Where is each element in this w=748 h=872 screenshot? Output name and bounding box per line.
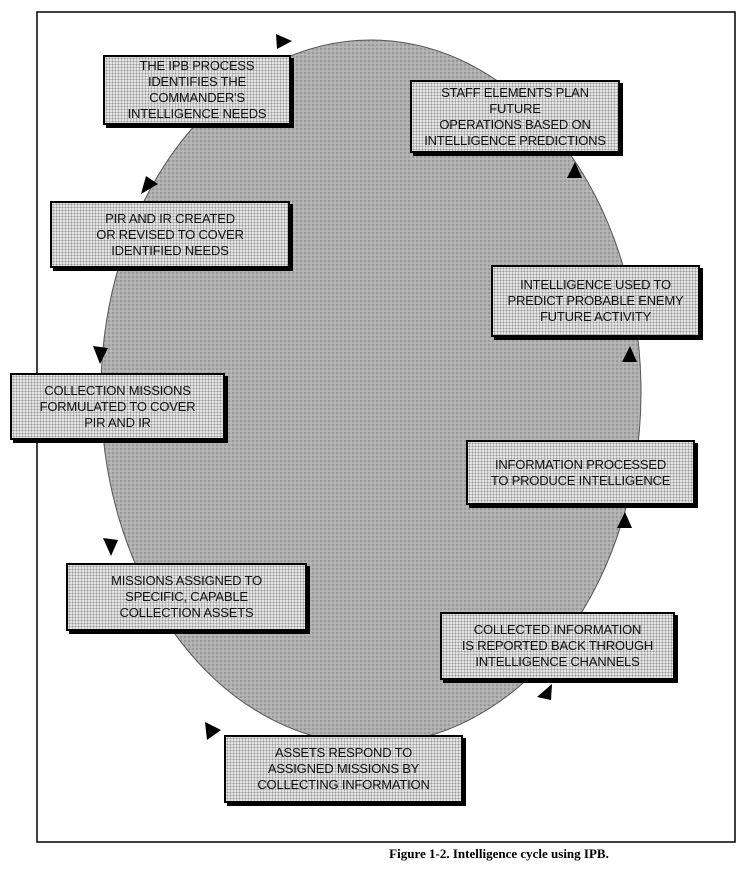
step-box-assets-respond: ASSETS RESPOND TO ASSIGNED MISSIONS BY C… [224,735,463,803]
arrow-icon [141,176,158,194]
arrow-icon [93,346,108,364]
arrow-icon [103,538,118,556]
arrow-icon [617,512,632,528]
cycle-arrows [93,34,637,740]
step-box-collected-information: COLLECTED INFORMATION IS REPORTED BACK T… [440,612,675,680]
arrow-icon [567,162,582,178]
step-box-pir-ir: PIR AND IR CREATED OR REVISED TO COVER I… [50,201,290,268]
arrow-icon [205,722,221,740]
step-box-ipb-process: THE IPB PROCESS IDENTIFIES THE COMMANDER… [103,55,291,125]
figure-caption: Figure 1-2. Intelligence cycle using IPB… [389,846,609,861]
step-box-information-processed: INFORMATION PROCESSED TO PRODUCE INTELLI… [466,440,695,505]
step-box-missions-assigned: MISSIONS ASSIGNED TO SPECIFIC, CAPABLE C… [66,563,307,631]
step-box-collection-missions: COLLECTION MISSIONS FORMULATED TO COVER … [10,373,225,440]
arrow-icon [622,346,637,362]
step-box-staff-elements: STAFF ELEMENTS PLAN FUTURE OPERATIONS BA… [410,80,620,153]
arrow-icon [537,684,552,700]
arrow-icon [276,34,292,49]
step-box-intelligence-used: INTELLIGENCE USED TO PREDICT PROBABLE EN… [491,265,700,337]
